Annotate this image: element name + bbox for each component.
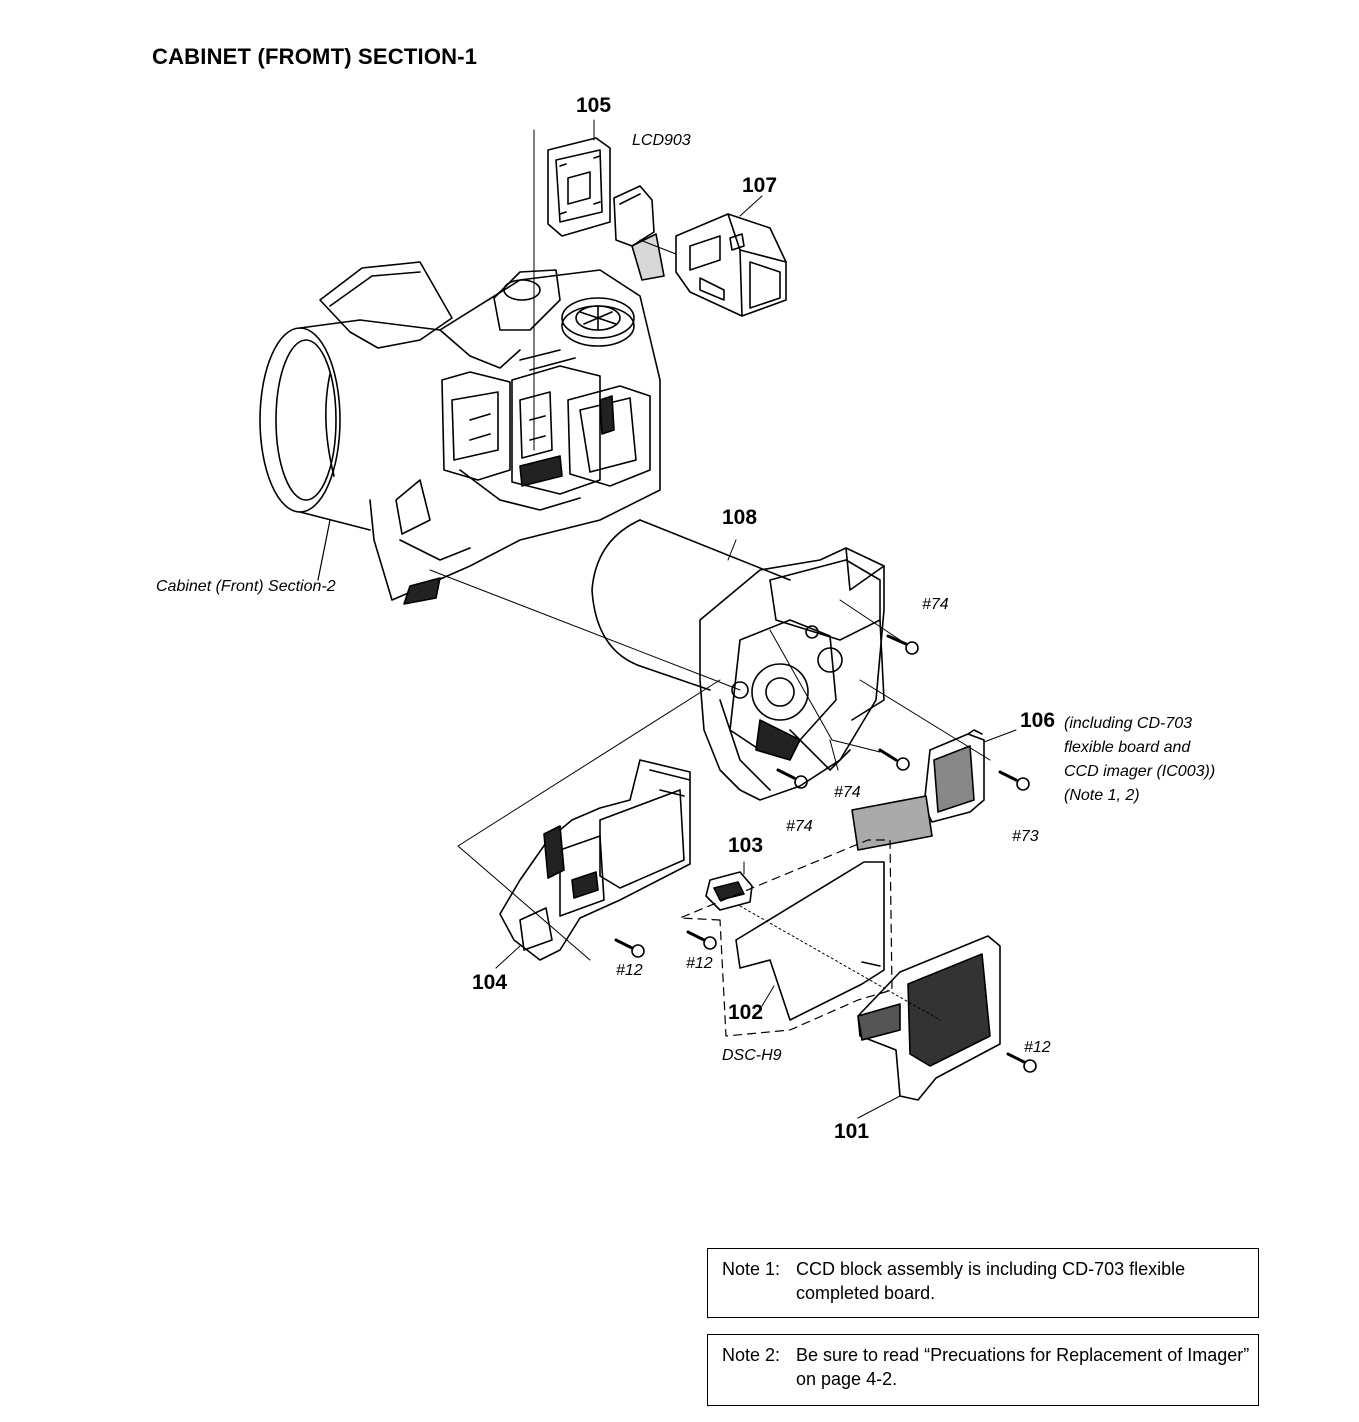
label-screw-12-a: #12 — [616, 962, 643, 979]
note-1-box: Note 1: CCD block assembly is including … — [707, 1248, 1259, 1318]
part-104-rear-frame — [499, 759, 691, 961]
label-screw-74-c: #74 — [786, 818, 813, 835]
label-106-desc-line-3: CCD imager (IC003)) — [1064, 763, 1215, 780]
part-103-bracket — [705, 871, 753, 911]
label-dsc-h9: DSC-H9 — [722, 1047, 782, 1064]
screw-74-c-icon — [776, 768, 808, 789]
screw-73-icon — [998, 770, 1030, 791]
screw-12-c-icon — [1006, 1052, 1037, 1073]
note-2-box: Note 2: Be sure to read “Precuations for… — [707, 1334, 1259, 1406]
label-screw-12-b: #12 — [686, 955, 713, 972]
label-screw-73: #73 — [1012, 828, 1039, 845]
note-2-tag: Note 2: — [722, 1345, 781, 1365]
camera-body-cabinet-front — [259, 261, 661, 605]
screw-12-b-icon — [686, 930, 717, 950]
part-108-lens-block — [591, 519, 885, 801]
screw-74-a-icon — [886, 634, 919, 655]
part-107-viewfinder — [675, 213, 787, 317]
label-lcd903: LCD903 — [632, 132, 691, 149]
note-2-text: Be sure to read “Precuations for Replace… — [796, 1345, 1250, 1389]
label-screw-74-b: #74 — [834, 784, 861, 801]
part-number-107: 107 — [742, 174, 777, 197]
label-106-desc-line-1: (including CD-703 — [1064, 715, 1192, 732]
note-1-text: CCD block assembly is including CD-703 f… — [796, 1259, 1186, 1303]
label-106-desc-line-4: (Note 1, 2) — [1064, 787, 1140, 804]
screw-74-b-icon — [878, 748, 910, 771]
part-106-ccd-block — [851, 729, 985, 851]
label-screw-12-c: #12 — [1024, 1039, 1051, 1056]
label-cabinet-front-section-2: Cabinet (Front) Section-2 — [156, 578, 336, 595]
part-number-102: 102 — [728, 1001, 763, 1024]
part-number-103: 103 — [728, 834, 763, 857]
part-102-plate — [735, 861, 885, 1021]
part-number-105: 105 — [576, 94, 611, 117]
part-number-104: 104 — [472, 971, 507, 994]
assembly-lines — [429, 119, 1017, 1119]
part-number-101: 101 — [834, 1120, 869, 1143]
screw-12-a-icon — [614, 938, 645, 958]
part-number-108: 108 — [722, 506, 757, 529]
part-lcd903-flex — [613, 185, 665, 281]
page-title: CABINET (FROMT) SECTION-1 — [152, 44, 478, 69]
label-106-desc-line-2: flexible board and — [1064, 739, 1191, 756]
dsc-h9-boundary — [679, 839, 893, 1037]
part-number-106: 106 — [1020, 709, 1055, 732]
part-101-board — [857, 935, 1001, 1101]
label-screw-74-a: #74 — [922, 596, 949, 613]
note-1-tag: Note 1: — [722, 1259, 781, 1279]
part-105-bracket — [547, 137, 611, 237]
